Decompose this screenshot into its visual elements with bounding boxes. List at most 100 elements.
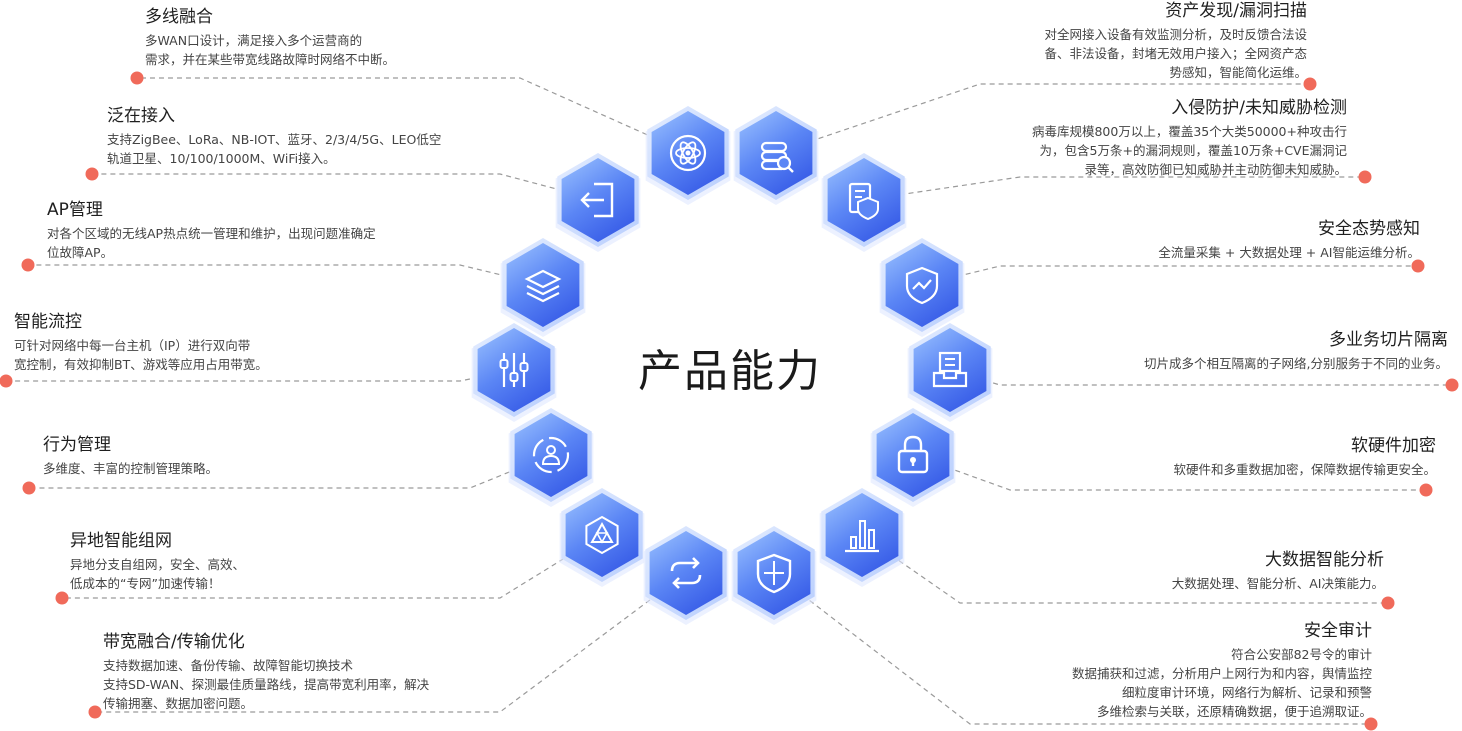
connector-dot [1419,483,1433,497]
connector-line [775,83,1310,154]
connector-line [949,369,1452,386]
capability-hexagon [508,408,594,507]
connector-dot [22,481,36,495]
connector-dot [1445,378,1459,392]
description-line: 多维检索与关联，还原精确数据，便于追溯取证。 [1096,704,1372,719]
feature-description: 对全网接入设备有效监测分析，及时反馈合法设 备、非法设备，封堵无效用户接入；全网… [1044,25,1307,82]
connector-line [773,572,1371,725]
description-line: 切片成多个相互隔离的子网络,分别服务于不同的业务。 [1144,356,1448,371]
feature-description: 病毒库规模800万以上，覆盖35个大类50000+种攻击行 为，包含5万条+的漏… [1032,122,1347,179]
layers-icon [524,269,562,303]
sliders-icon [499,353,529,387]
database-search-icon [760,141,794,173]
feature-title: 泛在接入 [107,106,175,126]
description-line: 可针对网络中每一台主机（IP）进行双向带 [14,338,251,353]
gear-user-icon [532,436,570,474]
description-line: 细粒度审计环境，网络行为解析、记录和预警 [1121,685,1372,700]
description-line: 支持数据加速、备份传输、故障智能切换技术 [103,658,354,673]
network-triangle-icon [585,515,619,555]
feature-bandwidth-fusion: 带宽融合/传输优化 支持数据加速、备份传输、故障智能切换技术 支持SD-WAN、… [103,631,429,713]
connector-dot [0,374,13,388]
feature-description: 支持数据加速、备份传输、故障智能切换技术 支持SD-WAN、探测最佳质量路线，提… [103,656,429,713]
feature-title: 安全审计 [1304,621,1372,641]
connector-line [137,77,689,154]
connector-dot [88,705,102,719]
feature-title: 资产发现/漏洞扫描 [1165,1,1307,21]
connector-dot [130,71,144,85]
description-line: 多WAN口设计，满足接入多个运营商的 [145,33,363,48]
capability-hexagon [870,408,956,507]
description-line: 宽控制，有效抑制BT、游戏等应用占用带宽。 [14,357,268,372]
feature-security-audit: 安全审计 符合公安部82号令的审计 数据捕获和过滤，分析用户上网行为和内容，舆情… [1072,620,1372,721]
capability-hexagon [907,323,993,422]
feature-description: 多维度、丰富的控制管理策略。 [43,459,218,478]
feature-description: 全流量采集 + 大数据处理 + AI智能运维分析。 [1158,243,1420,262]
connector-dot [21,258,35,272]
description-line: 病毒库规模800万以上，覆盖35个大类50000+种攻击行 [1031,124,1347,139]
feature-encryption: 软硬件加密 软硬件和多重数据加密，保障数据传输更安全。 [1173,435,1436,479]
feature-title: 安全态势感知 [1318,219,1420,239]
description-line: 大数据处理、智能分析、AI决策能力。 [1171,576,1384,591]
description-line: 异地分支自组网，安全、高效、 [70,557,246,572]
layered-tray-icon [932,351,968,388]
feature-description: 可针对网络中每一台主机（IP）进行双向带 宽控制，有效抑制BT、游戏等应用占用带… [14,336,268,374]
feature-description: 对各个区域的无线AP热点统一管理和维护，出现问题准确定 位故障AP。 [47,224,376,262]
atom-network-icon [669,134,707,172]
feature-multi-line-fusion: 多线融合 多WAN口设计，满足接入多个运营商的 需求，并在某些带宽线路故障时网络… [145,6,395,69]
feature-title: 软硬件加密 [1351,436,1436,456]
connector-dot [1411,259,1425,273]
feature-description: 多WAN口设计，满足接入多个运营商的 需求，并在某些带宽线路故障时网络不中断。 [145,31,395,69]
connector-dot [1303,77,1317,91]
feature-ubiquitous-access: 泛在接入 支持ZigBee、LoRa、NB-IOT、蓝牙、2/3/4/5G、LE… [107,105,441,168]
feature-title: 大数据智能分析 [1265,550,1384,570]
connector-dots [0,71,1459,731]
description-line: 势感知，智能简化运维。 [1169,65,1307,80]
description-line: 对全网接入设备有效监测分析，及时反馈合法设 [1044,27,1307,42]
connector-line [863,176,1365,201]
capability-hexagon [471,323,557,422]
feature-title: 智能流控 [14,312,82,332]
capability-hexagon [819,488,905,587]
feature-behavior-management: 行为管理 多维度、丰富的控制管理策略。 [43,434,218,478]
feature-big-data-analysis: 大数据智能分析 大数据处理、智能分析、AI决策能力。 [1172,549,1384,593]
feature-title: 多业务切片隔离 [1329,330,1448,350]
description-line: 多维度、丰富的控制管理策略。 [43,461,219,476]
feature-title: 异地智能组网 [70,531,172,551]
description-line: 需求，并在某些带宽线路故障时网络不中断。 [145,52,396,67]
feature-title: 入侵防护/未知威胁检测 [1171,98,1347,118]
description-line: 为，包含5万条+的漏洞规则，覆盖10万条+CVE漏洞记 [1039,143,1347,158]
connector-line [912,454,1426,491]
security-shield-icon [756,553,792,594]
hexagon-ring [471,106,993,625]
feature-description: 切片成多个相互隔离的子网络,分别服务于不同的业务。 [1144,354,1448,373]
description-line: 录等，高效防御已知威胁并主动防御未知威胁。 [1084,162,1347,177]
document-shield-icon [848,182,879,221]
capability-hexagon [555,153,641,252]
description-line: 支持ZigBee、LoRa、NB-IOT、蓝牙、2/3/4/5G、LEO低空 [107,132,442,147]
feature-remote-networking: 异地智能组网 异地分支自组网，安全、高效、 低成本的“专网”加速传输！ [70,530,245,593]
lock-icon [897,435,929,474]
feature-ap-management: AP管理 对各个区域的无线AP热点统一管理和维护，出现问题准确定 位故障AP。 [47,199,376,262]
sync-arrows-icon [670,557,702,589]
feature-intrusion-prevention: 入侵防护/未知威胁检测 病毒库规模800万以上，覆盖35个大类50000+种攻击… [1032,97,1347,179]
description-line: 软硬件和多重数据加密，保障数据传输更安全。 [1173,462,1436,477]
feature-smart-flow-control: 智能流控 可针对网络中每一台主机（IP）进行双向带 宽控制，有效抑制BT、游戏等… [14,311,268,374]
connector-line [92,173,599,201]
connector-dot [1364,717,1378,731]
feature-title: 行为管理 [43,435,111,455]
description-line: 符合公安部82号令的审计 [1231,647,1372,662]
description-line: 传输拥塞、数据加密问题。 [103,696,254,711]
login-arrow-icon [580,182,614,218]
connector-dot [85,167,99,181]
feature-title: AP管理 [47,200,103,220]
capability-hexagon [879,238,965,337]
connector-line [28,264,544,286]
description-line: 对各个区域的无线AP热点统一管理和维护，出现问题准确定 [47,226,376,241]
description-line: 全流量采集 + 大数据处理 + AI智能运维分析。 [1158,245,1420,260]
capability-hexagon [645,106,731,205]
description-line: 备、非法设备，封堵无效用户接入；全网资产态 [1044,46,1307,61]
capability-hexagon [500,238,586,337]
feature-title: 带宽融合/传输优化 [103,632,245,652]
description-line: 位故障AP。 [47,245,114,260]
